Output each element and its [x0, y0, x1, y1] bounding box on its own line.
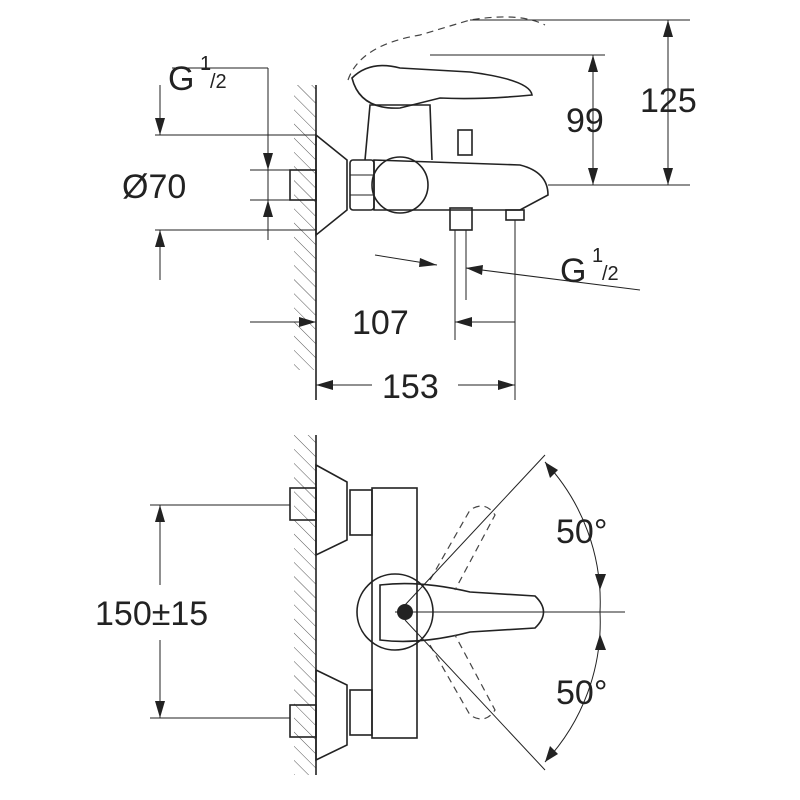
front-view: 50° 50° 150±15	[95, 435, 625, 775]
angle-up: 50°	[556, 513, 607, 551]
lever-up-position	[429, 505, 496, 591]
dim-99: 99	[566, 102, 604, 140]
thread-left-letter: G	[168, 60, 194, 98]
wall-hatch-front	[294, 435, 316, 775]
dim-153: 153	[382, 368, 439, 406]
angle-down: 50°	[556, 674, 607, 712]
faucet-body	[373, 159, 549, 211]
escutcheon-top	[315, 463, 348, 557]
dim-107: 107	[352, 304, 409, 342]
diverter-knob	[457, 129, 473, 156]
lever-open-position	[347, 16, 546, 81]
lever-handle	[351, 64, 533, 109]
shower-outlet	[505, 209, 525, 221]
dim-125: 125	[640, 82, 697, 120]
escutcheon	[315, 133, 348, 237]
escutcheon-bottom	[315, 668, 348, 762]
handle-column	[364, 104, 433, 161]
pipe-nut	[289, 169, 317, 201]
thread-left-den: /2	[210, 71, 227, 93]
thread-right-den: /2	[602, 263, 619, 285]
faucet-body-front	[371, 487, 418, 739]
thread-left-num: 1	[200, 53, 211, 75]
wall-hatch	[294, 85, 316, 370]
side-view: 99 125 G 1 /2 Ø70 G 1 /2 107 153	[122, 16, 697, 406]
hex-nut	[349, 159, 375, 211]
pipe-nut-top	[289, 487, 317, 521]
thread-right-letter: G	[560, 252, 586, 290]
bath-outlet	[449, 207, 473, 231]
thread-right-num: 1	[592, 245, 603, 267]
dim-150: 150±15	[95, 595, 208, 633]
pipe-nut-bottom	[289, 704, 317, 738]
cartridge-housing	[371, 156, 429, 214]
lever-down-position	[429, 634, 496, 720]
dim-diameter: Ø70	[122, 168, 186, 206]
